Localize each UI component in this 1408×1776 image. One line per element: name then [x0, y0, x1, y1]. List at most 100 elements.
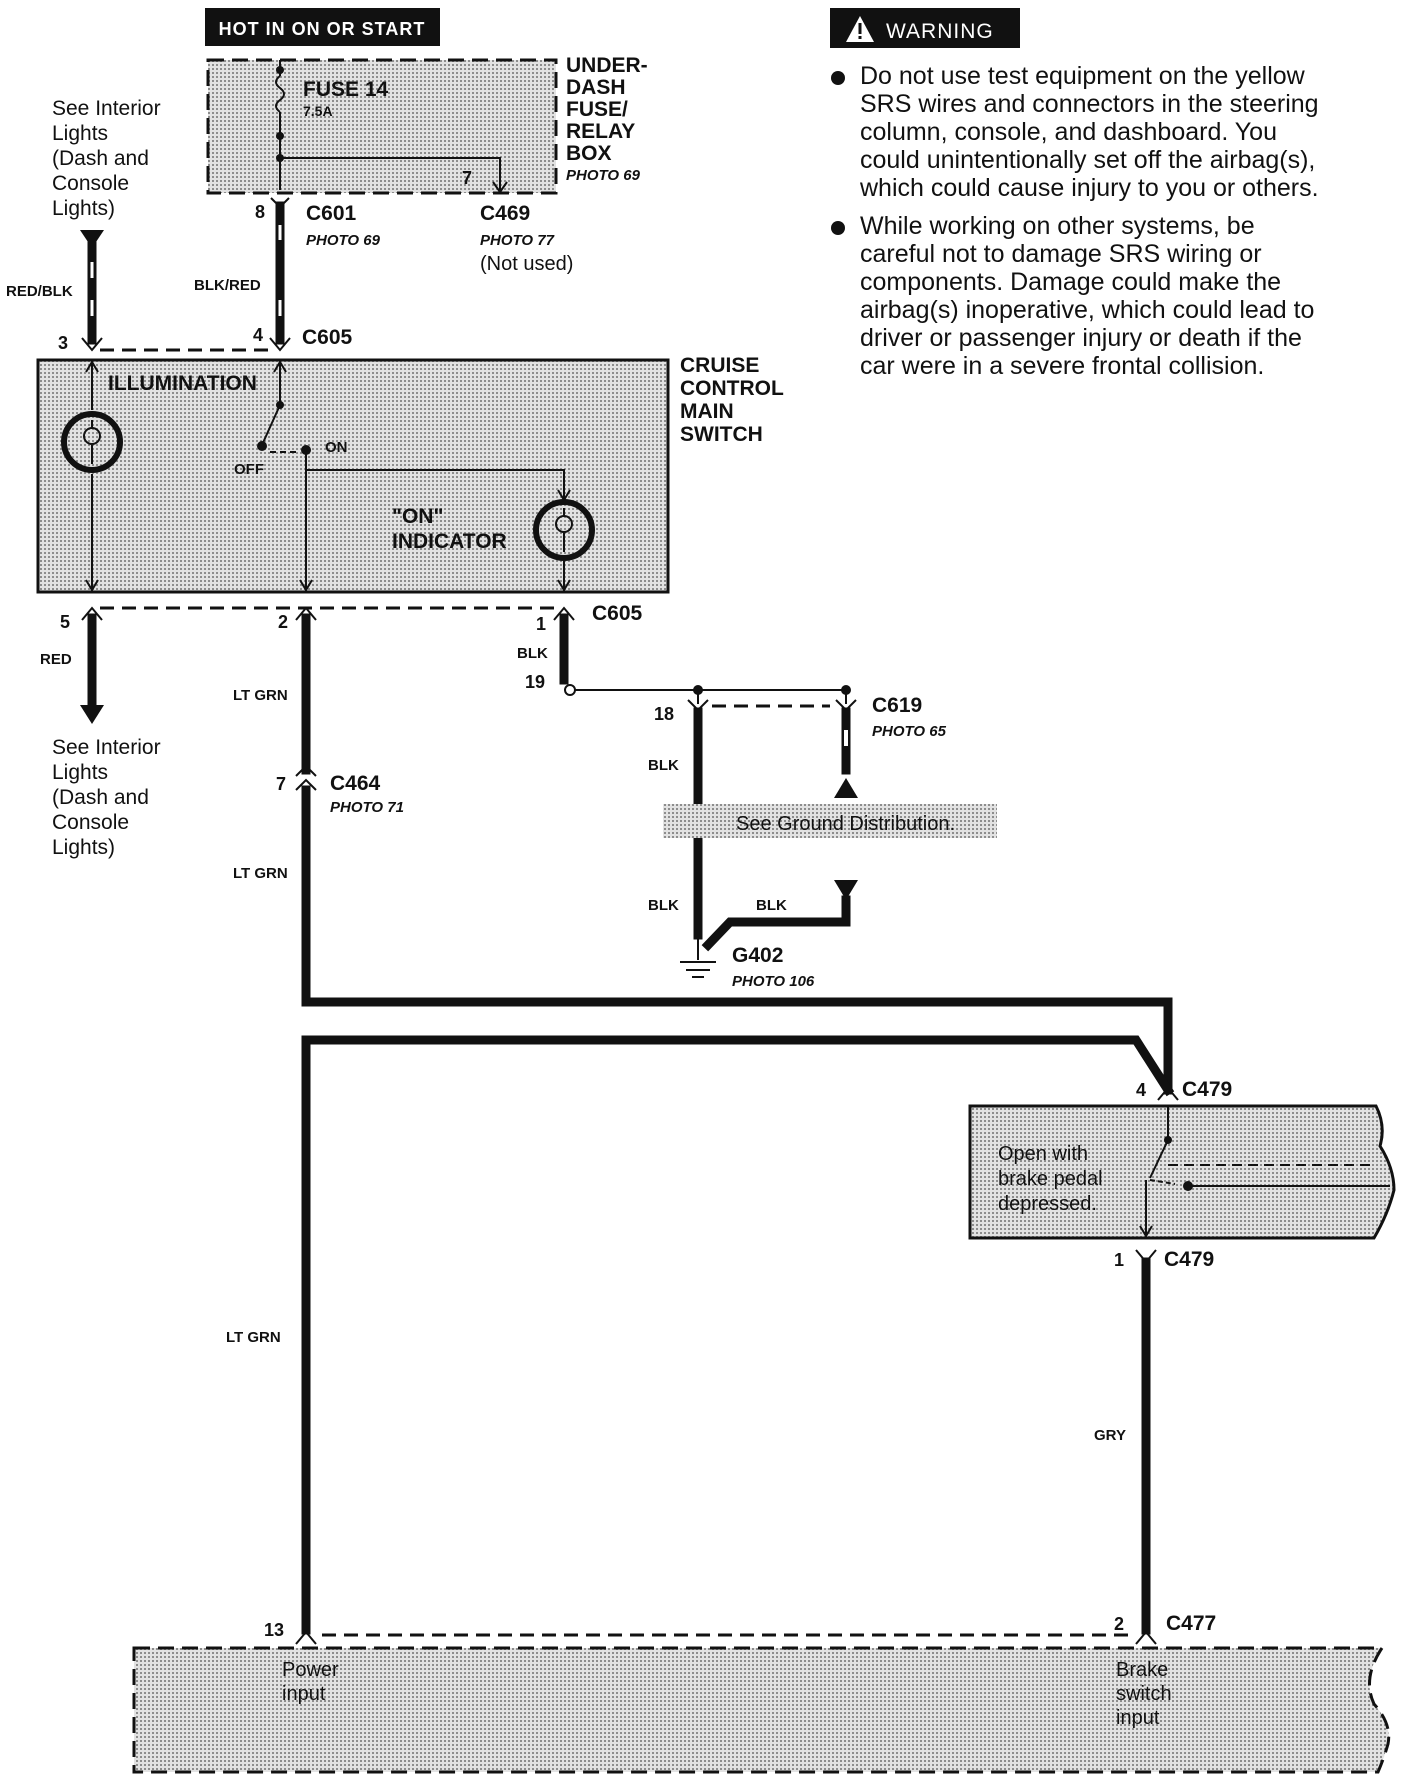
svg-text:BLK/RED: BLK/RED — [194, 277, 261, 294]
wire-blk-red: BLK/RED — [194, 201, 285, 345]
svg-text:depressed.: depressed. — [998, 1193, 1097, 1215]
svg-text:BOX: BOX — [566, 142, 612, 165]
svg-text:UNDER-: UNDER- — [566, 54, 648, 77]
svg-text:OFF: OFF — [234, 461, 264, 478]
svg-text:airbag(s) inoperative, which c: airbag(s) inoperative, which could lead … — [860, 296, 1314, 324]
connector-c605-top: 3 4 C605 — [58, 325, 353, 353]
svg-text:5: 5 — [60, 612, 70, 632]
svg-text:column, console, and dashboard: column, console, and dashboard. You — [860, 118, 1277, 146]
svg-text:input: input — [282, 1683, 326, 1705]
power-banner: HOT IN ON OR START — [205, 8, 440, 46]
svg-text:Brake: Brake — [1116, 1659, 1168, 1681]
svg-text:MAIN: MAIN — [680, 400, 734, 423]
svg-text:Lights: Lights — [52, 761, 108, 784]
svg-text:C619: C619 — [872, 694, 922, 717]
svg-text:WARNING: WARNING — [886, 20, 994, 43]
svg-text:While working on other systems: While working on other systems, be — [860, 212, 1255, 240]
on-indicator-bulb: "ON" INDICATOR — [392, 499, 595, 592]
svg-text:LT GRN: LT GRN — [233, 865, 288, 882]
svg-text:PHOTO 77: PHOTO 77 — [480, 232, 555, 249]
svg-text:8: 8 — [255, 202, 265, 222]
svg-text:Power: Power — [282, 1659, 339, 1681]
svg-text:RED: RED — [40, 651, 72, 668]
svg-text:BLK: BLK — [648, 897, 679, 914]
warning-block: WARNING Do not use test equipment on the… — [830, 8, 1319, 380]
fuse-14: FUSE 14 7.5A 7 — [275, 60, 508, 194]
svg-text:18: 18 — [654, 704, 674, 724]
svg-text:C479: C479 — [1164, 1248, 1214, 1271]
svg-text:1: 1 — [536, 614, 546, 634]
illumination-bulb: ILLUMINATION — [61, 360, 257, 592]
svg-text:Lights): Lights) — [52, 836, 115, 859]
ground-distribution-note: See Ground Distribution. — [663, 804, 997, 838]
fuse-rating: 7.5A — [303, 103, 333, 119]
svg-text:"ON": "ON" — [392, 505, 443, 528]
svg-text:components. Damage could make: components. Damage could make the — [860, 268, 1281, 296]
connector-c605-bottom: 5 2 1 C605 — [60, 602, 643, 634]
svg-text:could unintentionally set off: could unintentionally set off the airbag… — [860, 146, 1315, 174]
svg-text:SRS wires and connectors in th: SRS wires and connectors in the steering — [860, 90, 1319, 118]
svg-text:PHOTO 106: PHOTO 106 — [732, 973, 815, 990]
svg-text:C464: C464 — [330, 772, 381, 795]
svg-text:Do not use test equipment on t: Do not use test equipment on the yellow — [860, 62, 1306, 90]
svg-text:Console: Console — [52, 172, 129, 195]
svg-text:GRY: GRY — [1094, 1427, 1126, 1444]
svg-text:4: 4 — [1136, 1080, 1146, 1100]
svg-text:HOT IN ON OR START: HOT IN ON OR START — [219, 19, 426, 39]
svg-text:PHOTO 69: PHOTO 69 — [306, 232, 381, 249]
wire-gry: GRY — [1094, 1257, 1151, 1635]
svg-text:LT GRN: LT GRN — [233, 687, 288, 704]
svg-text:C469: C469 — [480, 202, 530, 225]
connector-c479-top: 4 C479 — [1136, 1078, 1232, 1101]
svg-text:ON: ON — [325, 439, 348, 456]
svg-text:PHOTO 65: PHOTO 65 — [872, 723, 947, 740]
svg-text:G402: G402 — [732, 944, 783, 967]
svg-text:BLK: BLK — [756, 897, 787, 914]
svg-text:(Dash and: (Dash and — [52, 786, 149, 809]
wire-red-blk: RED/BLK — [6, 241, 97, 345]
svg-text:See Interior: See Interior — [52, 97, 161, 120]
brake-pedal-switch: Open with brake pedal depressed. — [968, 1104, 1396, 1240]
svg-text:ILLUMINATION: ILLUMINATION — [108, 372, 257, 395]
svg-text:(Dash and: (Dash and — [52, 147, 149, 170]
wire-lt-grn-switch-to-brake: LT GRN LT GRN — [233, 613, 1173, 1095]
connector-c477: 13 2 C477 — [264, 1612, 1216, 1645]
svg-text:7: 7 — [276, 774, 286, 794]
wire-lt-grn-ecu-to-brake: LT GRN — [226, 1035, 1175, 1635]
connector-c479-bottom: 1 C479 — [1114, 1248, 1214, 1271]
interior-lights-bottom-note: See Interior Lights (Dash and Console Li… — [52, 736, 161, 859]
wire-blk-ground: BLK 19 — [517, 613, 851, 704]
svg-text:See Ground Distribution.: See Ground Distribution. — [736, 813, 955, 835]
cruise-control-unit: Power input Brake switch input — [132, 1646, 1391, 1774]
svg-text:2: 2 — [1114, 1614, 1124, 1634]
svg-text:careful not to damage SRS wiri: careful not to damage SRS wiring or — [860, 240, 1262, 268]
svg-text:PHOTO 71: PHOTO 71 — [330, 799, 404, 816]
svg-text:7: 7 — [462, 168, 472, 188]
svg-text:input: input — [1116, 1707, 1160, 1729]
connector-c619: 18 C619 PHOTO 65 — [654, 694, 947, 740]
svg-text:C605: C605 — [592, 602, 643, 625]
svg-text:19: 19 — [525, 672, 545, 692]
svg-text:BLK: BLK — [517, 645, 548, 662]
svg-text:FUSE/: FUSE/ — [566, 98, 628, 121]
svg-text:driver or passenger injury or: driver or passenger injury or death if t… — [860, 324, 1302, 352]
main-switch-contacts: OFF ON — [234, 360, 571, 592]
svg-text:SWITCH: SWITCH — [680, 423, 763, 446]
fuse-label: FUSE 14 — [303, 78, 389, 101]
svg-text:C605: C605 — [302, 326, 353, 349]
svg-text:C479: C479 — [1182, 1078, 1232, 1101]
svg-text:INDICATOR: INDICATOR — [392, 530, 507, 553]
connector-c469: C469 PHOTO 77 (Not used) — [480, 202, 573, 275]
connector-c464: 7 C464 PHOTO 71 — [276, 764, 404, 816]
svg-text:See Interior: See Interior — [52, 736, 161, 759]
svg-text:RELAY: RELAY — [566, 120, 635, 143]
svg-text:(Not used): (Not used) — [480, 253, 573, 275]
svg-text:Lights): Lights) — [52, 197, 115, 220]
ground-g402: G402 PHOTO 106 — [680, 935, 815, 990]
connector-c601: 8 C601 PHOTO 69 — [255, 197, 381, 249]
interior-lights-top-note: See Interior Lights (Dash and Console Li… — [52, 97, 161, 248]
svg-text:brake pedal: brake pedal — [998, 1168, 1103, 1190]
svg-text:Console: Console — [52, 811, 129, 834]
svg-text:1: 1 — [1114, 1250, 1124, 1270]
